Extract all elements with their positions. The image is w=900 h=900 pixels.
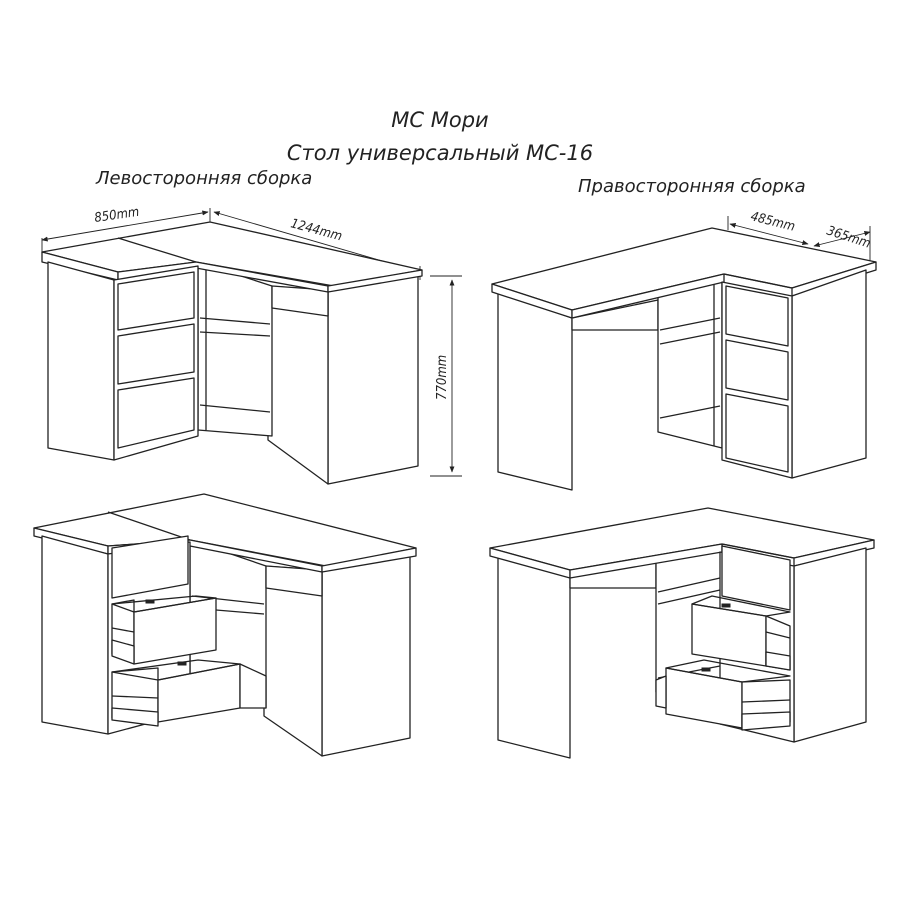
left-assembly-closed: 850mm 1244mm 770mm [41, 205, 462, 485]
right-assembly-caption: Правосторонняя сборка [578, 176, 806, 197]
left-assembly-open [33, 493, 417, 757]
left-width-dimension: 1244mm [289, 216, 344, 244]
brand-title: МС Мори [391, 108, 488, 132]
right-assembly-closed: 485mm 365mm [491, 209, 877, 491]
right-side-dimension: 365mm [825, 224, 873, 252]
left-depth-dimension: 850mm [93, 205, 140, 226]
product-title: Стол универсальный МС-16 [287, 141, 593, 165]
right-assembly-open [489, 507, 875, 759]
height-dimension: 770mm [435, 355, 450, 400]
left-assembly-caption: Левосторонняя сборка [95, 168, 312, 189]
